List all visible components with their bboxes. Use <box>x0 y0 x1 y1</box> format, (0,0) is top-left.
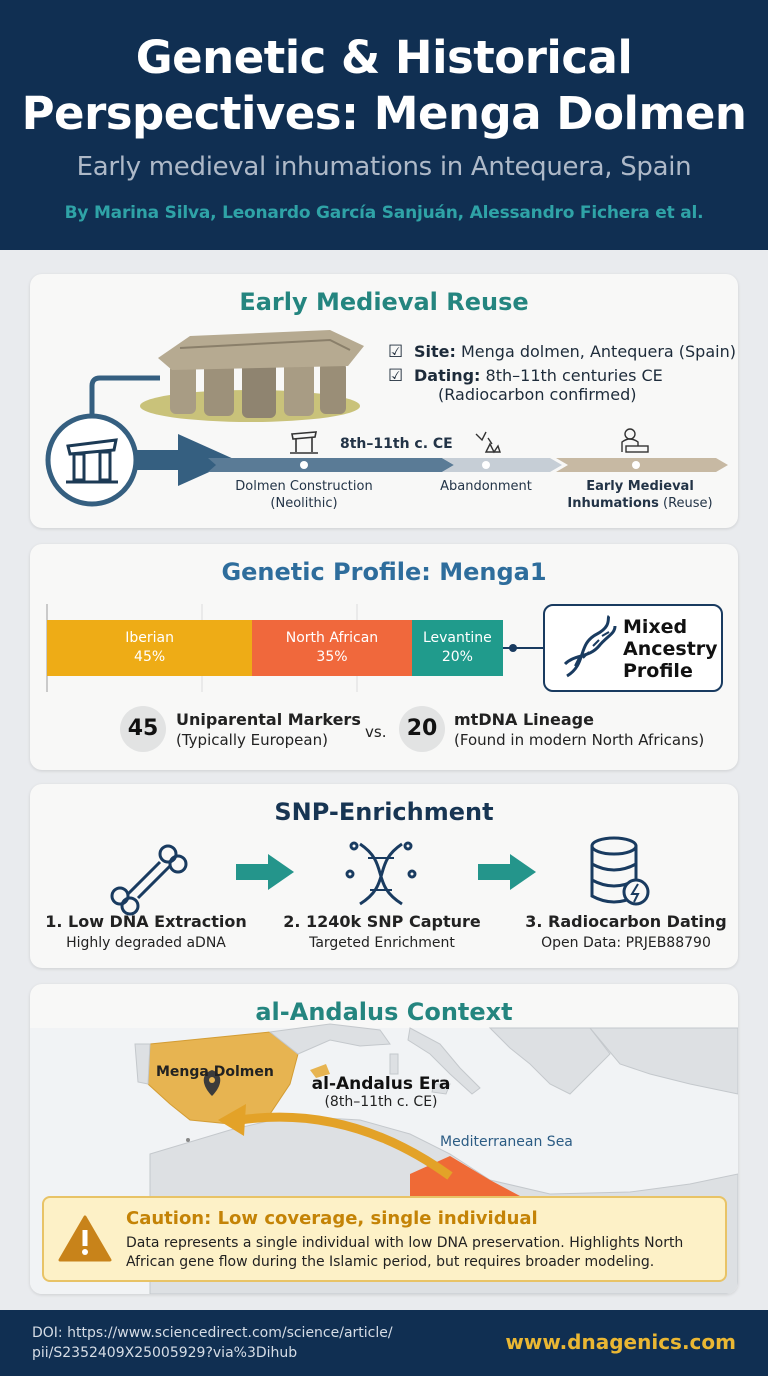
bone-icon <box>110 844 188 916</box>
ancestry-stacked-bar: Iberian 45% North African 35% Levantine 20% <box>47 620 503 676</box>
step-1: 1. Low DNA Extraction Highly degraded aD… <box>36 912 256 953</box>
doi-link[interactable]: DOI: https://www.sciencedirect.com/scien… <box>32 1323 452 1363</box>
stage-construction-line2: (Neolithic) <box>270 496 338 511</box>
step-2: 2. 1240k SNP Capture Targeted Enrichment <box>272 912 492 953</box>
bar-segment-label: Levantine <box>422 630 492 646</box>
mixed-ancestry-box: Mixed Ancestry Profile <box>543 604 723 692</box>
caution-title: Caution: Low coverage, single individual <box>126 1208 538 1229</box>
connector-line <box>89 375 160 424</box>
snp-title: SNP-Enrichment <box>274 798 494 826</box>
sea-label: Mediterranean Sea <box>440 1134 573 1150</box>
site-fact: ☑ Site: Menga dolmen, Antequera (Spain) <box>388 342 736 362</box>
era-label: al-Andalus Era (8th–11th c. CE) <box>306 1074 456 1110</box>
migration-arrow <box>239 1112 453 1180</box>
snp-icons <box>110 836 650 916</box>
vs-label: vs. <box>365 723 387 741</box>
page-subtitle: Early medieval inhumations in Antequera,… <box>76 152 692 182</box>
mixed-line-3: Profile <box>623 660 693 682</box>
context-title: al-Andalus Context <box>255 998 513 1026</box>
header: Genetic & Historical Perspectives: Menga… <box>0 0 768 250</box>
stage-inhumations: Early Medieval Inhumations (Reuse) <box>560 478 720 512</box>
title-line-1: Genetic & Historical <box>135 31 633 84</box>
timeline-period: 8th–11th c. CE <box>340 436 453 452</box>
era-title: al-Andalus Era <box>311 1074 451 1094</box>
location-pin-icon <box>203 1070 221 1096</box>
marker2-note: (Found in modern North Africans) <box>454 731 705 749</box>
reuse-illustration <box>45 330 728 507</box>
genetic-title: Genetic Profile: Menga1 <box>221 558 547 586</box>
marker1-badge: 45 <box>120 706 166 752</box>
dating-label: Dating: <box>414 366 481 385</box>
context-card: al-Andalus Context Menga Dolmen al-Andal… <box>30 984 738 1294</box>
dating-value: 8th–11th centuries CE <box>485 366 663 385</box>
burial-icon <box>621 428 649 453</box>
site-label: Site: <box>414 342 456 361</box>
map-site-label: Menga Dolmen <box>156 1064 274 1080</box>
marker2-badge: 20 <box>399 706 445 752</box>
marker1-label: Uniparental Markers (Typically European) <box>176 710 361 750</box>
reuse-facts: ☑ Site: Menga dolmen, Antequera (Spain) … <box>388 342 736 408</box>
step1-sub: Highly degraded aDNA <box>66 935 226 951</box>
dolmen-icon <box>45 413 139 507</box>
bar-segment-value: 20% <box>441 649 473 665</box>
marker1-note: (Typically European) <box>176 731 328 749</box>
website-link[interactable]: www.dnagenics.com <box>505 1330 736 1354</box>
mixed-line-1: Mixed <box>623 616 688 638</box>
genetic-card: Genetic Profile: Menga1 Iberian 45% North … <box>30 544 738 770</box>
marker1-title: Uniparental Markers <box>176 710 361 729</box>
stage-inhumations-rest: (Reuse) <box>658 496 713 511</box>
dating-fact: ☑ Dating: 8th–11th centuries CE (Radioca… <box>388 366 736 404</box>
warning-icon <box>58 1215 112 1262</box>
arrow-right-icon <box>478 854 536 890</box>
bar-segment-levantine: Levantine 20% <box>411 620 503 676</box>
dna-icon <box>563 614 617 678</box>
step1-title: 1. Low DNA Extraction <box>45 912 247 931</box>
reuse-title: Early Medieval Reuse <box>239 288 529 316</box>
stage-inhumations-line1: Early Medieval <box>586 479 694 494</box>
stage-abandonment: Abandonment <box>440 479 532 494</box>
database-icon <box>590 836 650 906</box>
caution-box: Caution: Low coverage, single individual… <box>42 1196 727 1282</box>
reuse-card: Early Medieval Reuse <box>30 274 738 528</box>
stage-construction-line1: Dolmen Construction <box>235 479 373 494</box>
timeline-arrow <box>136 434 236 486</box>
dna-capture-icon <box>345 841 417 906</box>
dolmen-illustration <box>140 330 364 422</box>
arrow-right-icon <box>236 854 294 890</box>
doi-line-2: pii/S2352409X25005929?via%3Dihub <box>32 1345 298 1361</box>
step3-title: 3. Radiocarbon Dating <box>525 912 727 931</box>
authors-line: By Marina Silva, Leonardo García Sanjuán… <box>64 203 704 223</box>
construction-icon <box>290 431 318 454</box>
step2-sub: Targeted Enrichment <box>309 935 455 951</box>
stage-construction: Dolmen Construction (Neolithic) <box>226 478 382 512</box>
bar-segment-value: 45% <box>134 649 166 665</box>
check-icon: ☑ <box>388 342 404 362</box>
bar-segment-north-african: North African 35% <box>252 620 412 676</box>
dating-note: (Radiocarbon confirmed) <box>438 385 637 404</box>
site-value: Menga dolmen, Antequera (Spain) <box>461 342 736 361</box>
footer: DOI: https://www.sciencedirect.com/scien… <box>0 1310 768 1376</box>
marker2-title: mtDNA Lineage <box>454 710 594 729</box>
page-title: Genetic & Historical Perspectives: Menga… <box>0 30 768 142</box>
bar-segment-iberian: Iberian 45% <box>47 620 253 676</box>
step3-sub: Open Data: PRJEB88790 <box>541 935 711 951</box>
step-3: 3. Radiocarbon Dating Open Data: PRJEB88… <box>516 912 736 953</box>
mixed-line-2: Ancestry <box>623 638 718 660</box>
stage-inhumations-bold: Inhumations <box>567 496 659 511</box>
mixed-ancestry-label: Mixed Ancestry Profile <box>623 616 718 682</box>
snp-card: SNP-Enrichment <box>30 784 738 968</box>
check-icon: ☑ <box>388 366 404 386</box>
step2-title: 2. 1240k SNP Capture <box>283 912 481 931</box>
marker2-label: mtDNA Lineage (Found in modern North Afr… <box>454 710 704 750</box>
ruins-icon <box>475 431 501 454</box>
bar-segment-label: Iberian <box>125 630 174 646</box>
doi-line-1: DOI: https://www.sciencedirect.com/scien… <box>32 1325 393 1341</box>
bar-segment-value: 35% <box>316 649 348 665</box>
era-range: (8th–11th c. CE) <box>324 1094 438 1110</box>
caution-body: Data represents a single individual with… <box>126 1235 684 1270</box>
title-line-2: Perspectives: Menga Dolmen <box>21 87 747 140</box>
bar-segment-label: North African <box>285 630 379 646</box>
